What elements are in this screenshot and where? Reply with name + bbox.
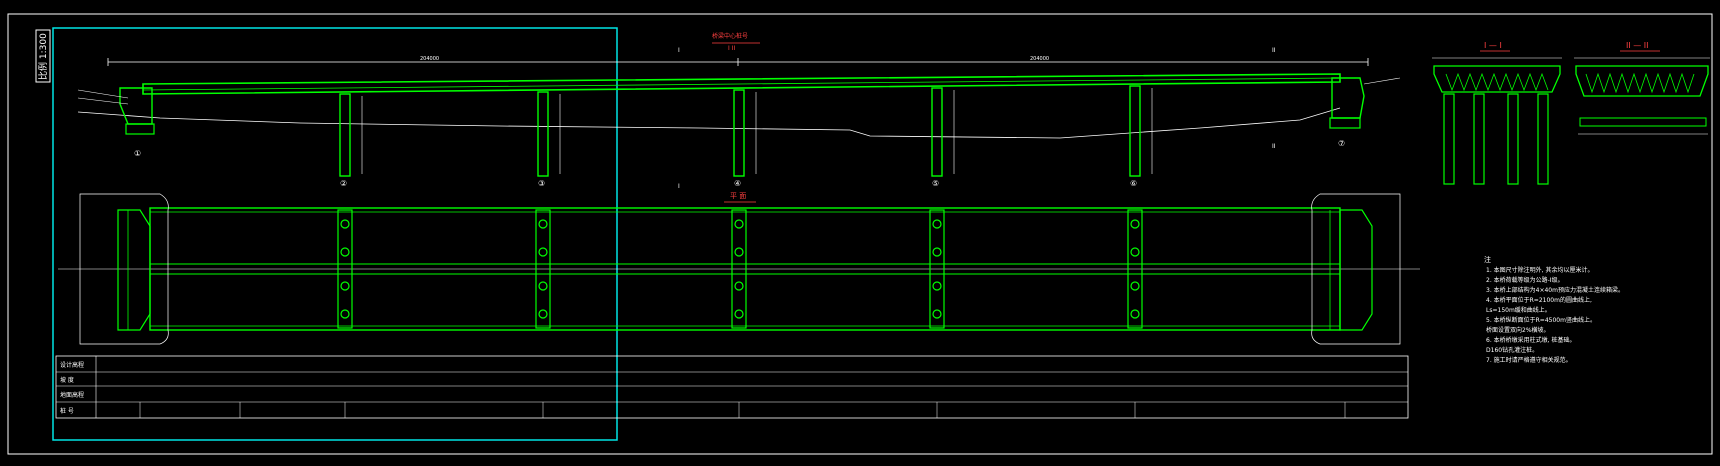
pier-3: ③ — [537, 91, 561, 188]
table-row-label-slope: 坡 度 — [60, 376, 74, 384]
note-line-5: Ls=150m缓和曲线上。 — [1486, 306, 1551, 314]
note-line-10: 7. 施工时请严格遵守相关规范。 — [1486, 356, 1572, 364]
span-left-dim: 204000 — [420, 56, 439, 62]
note-line-8: 6. 本桥桥墩采用柱式墩, 桩基础。 — [1486, 336, 1575, 344]
section-cut-2-top: II — [1272, 47, 1276, 54]
pier-2: ② — [339, 93, 363, 188]
right-abutment: ⑦ — [1329, 77, 1401, 148]
note-line-9: D160钻孔灌注桩。 — [1486, 346, 1538, 354]
section-1-title: I — I — [1484, 41, 1502, 50]
table-row-label-ground-elevation: 地面高程 — [60, 391, 84, 399]
note-line-3: 3. 本桥上部结构为4×40m预应力混凝土连续箱梁。 — [1486, 286, 1624, 294]
pier-number-3: ③ — [538, 179, 545, 188]
span-right-dim: 204000 — [1030, 56, 1049, 62]
pier-number-7: ⑦ — [1338, 139, 1345, 148]
elevation-view: 204000 204000 桥梁中心桩号 I II ① ⑦ — [77, 32, 1401, 190]
section-cut-1-bottom: I — [678, 183, 680, 190]
scale-box: 比例 1:300 — [35, 29, 51, 83]
section-cut-2-bottom: II — [1272, 143, 1276, 150]
profile-data-table: 设计高程 坡 度 地面高程 桩 号 — [55, 355, 1409, 419]
note-line-2: 2. 本桥荷载等级为公路-I级。 — [1486, 276, 1564, 284]
pier-number-5: ⑤ — [932, 179, 939, 188]
notes-title: 注 — [1484, 255, 1491, 264]
note-line-7: 桥面设置双向2%横坡。 — [1486, 326, 1550, 334]
pier-6: ⑥ — [1129, 85, 1153, 188]
pier-number-6: ⑥ — [1130, 179, 1137, 188]
section-2-title: II — II — [1626, 41, 1649, 50]
plan-title: 平 面 — [730, 192, 746, 200]
notes-block: 注 1. 本图尺寸除注明外, 其余均以厘米计。 2. 本桥荷载等级为公路-I级。… — [1484, 255, 1624, 364]
cross-section-1: I — I — [1432, 41, 1562, 185]
table-row-label-design-elevation: 设计高程 — [60, 361, 84, 369]
note-line-4: 4. 本桥平面位于R=2100m的圆曲线上, — [1486, 296, 1592, 304]
profile-title: 桥梁中心桩号 — [712, 32, 748, 40]
pier-5: ⑤ — [931, 87, 955, 188]
drawing-border — [7, 13, 1713, 455]
scale-label: 比例 1:300 — [37, 33, 49, 80]
note-line-6: 5. 本桥纵断面位于R=4500m竖曲线上。 — [1486, 316, 1596, 324]
left-abutment: ① — [77, 87, 155, 158]
viewport-frame[interactable] — [52, 27, 618, 441]
pier-4: ④ — [733, 89, 757, 188]
cross-section-2: II — II — [1574, 41, 1710, 135]
plan-view: 平 面 — [58, 192, 1420, 345]
section-mark-top: I II — [728, 45, 735, 52]
table-row-label-station: 桩 号 — [60, 407, 74, 415]
note-line-1: 1. 本图尺寸除注明外, 其余均以厘米计。 — [1486, 266, 1593, 274]
pier-number-2: ② — [340, 179, 347, 188]
pier-number-4: ④ — [734, 179, 741, 188]
pier-number-1: ① — [134, 149, 141, 158]
section-cut-1-top: I — [678, 47, 680, 54]
